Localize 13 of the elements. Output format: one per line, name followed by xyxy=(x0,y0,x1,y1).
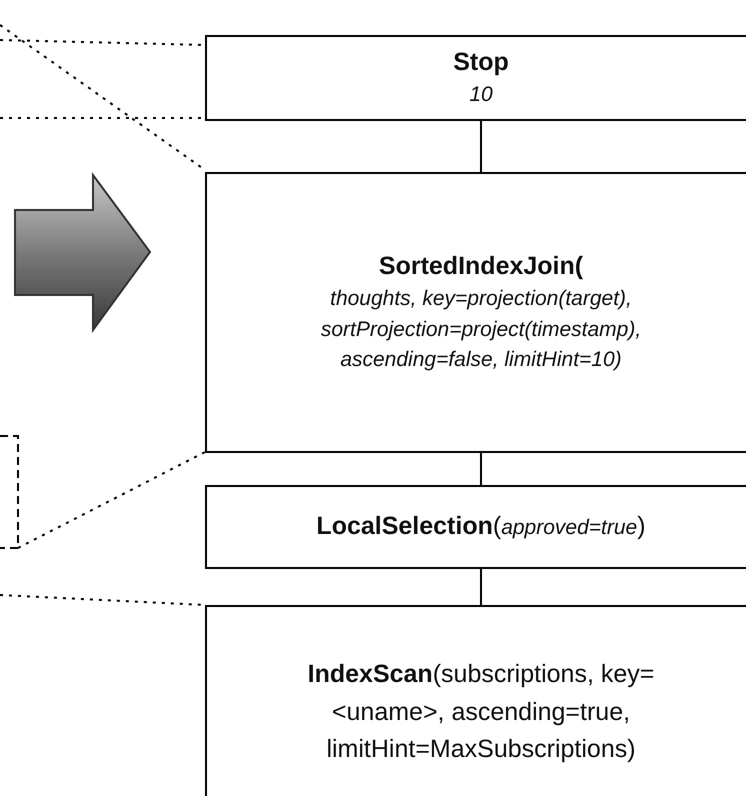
operator-name: Stop xyxy=(453,46,509,78)
plan-operator-box xyxy=(205,35,746,121)
plan-operator-box xyxy=(205,172,746,453)
plan-operator-box xyxy=(205,605,746,796)
connector-line xyxy=(480,569,482,605)
operator-arguments: thoughts, key=projection(target), sortProjection=project(timestamp), ascending=false, limitHint=10) xyxy=(320,286,642,373)
operator-label: IndexScan(subscriptions, key=<uname>, ascending=true, limitHint=MaxSubscriptions) xyxy=(306,659,656,766)
operator-label: LocalSelection(approved=true) xyxy=(316,511,646,542)
operator-name: SortedIndexJoin( xyxy=(378,250,584,282)
plan-operator-box xyxy=(205,485,746,569)
operator-arguments: 10 xyxy=(469,82,493,108)
connector-line xyxy=(480,121,482,172)
connector-line xyxy=(480,453,482,485)
